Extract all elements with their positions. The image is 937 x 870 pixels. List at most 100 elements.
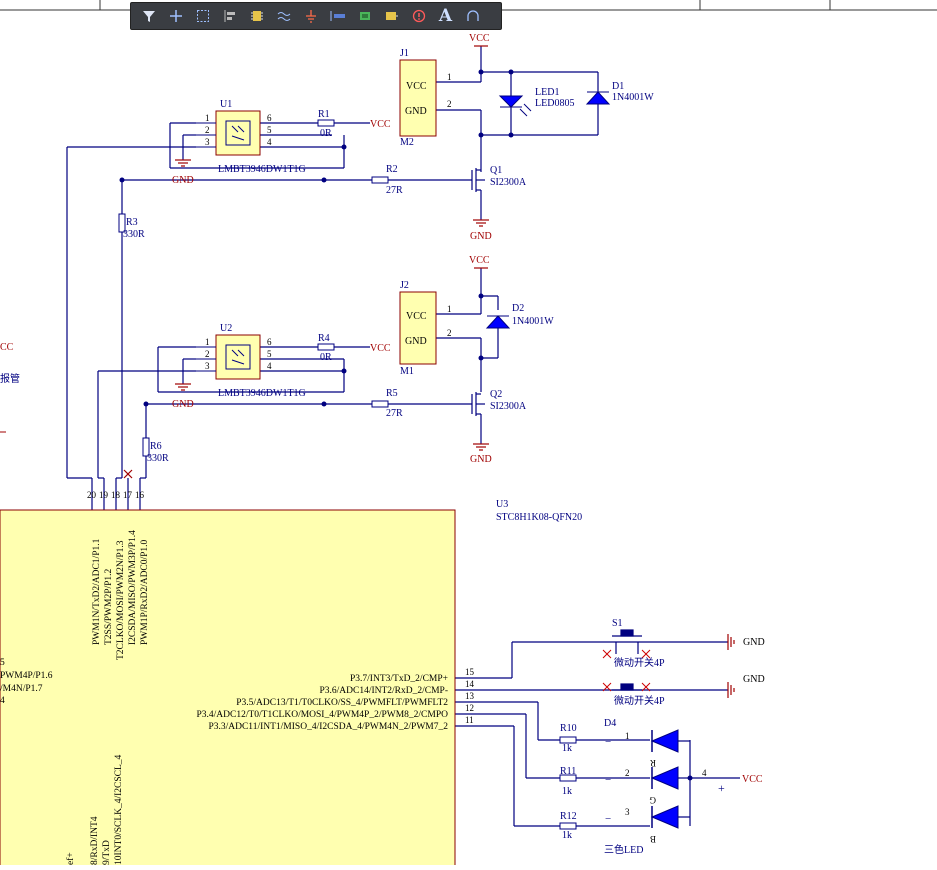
u1-part: LMBT3946DW1T1G bbox=[218, 164, 306, 175]
d4-pin1: 1 bbox=[625, 731, 630, 741]
filter-icon[interactable] bbox=[135, 4, 162, 28]
u3-pin-name-p13: T2CLKO/MOSI/PWM2N/P1.3 bbox=[116, 540, 126, 660]
q1-mosfet bbox=[471, 168, 485, 192]
gnd-label-s1: GND bbox=[743, 637, 765, 648]
schematic-toolbar: A bbox=[130, 2, 502, 30]
d4-channel-g: G bbox=[649, 795, 656, 805]
u3-pin-name-p33: P3.3/ADC11/INT1/MISO_4/I2CSDA_4/PWM4N_2/… bbox=[208, 722, 448, 732]
r5-value: 27R bbox=[386, 408, 403, 419]
u3-pin-name-p11: PWM1N/TxD2/ADC1/P1.1 bbox=[92, 538, 102, 645]
d4-channel-b: B bbox=[650, 834, 656, 844]
j2-gnd-pin: GND bbox=[405, 336, 427, 347]
u3-pin12: 12 bbox=[465, 703, 474, 713]
j2-label: J2 bbox=[400, 280, 409, 291]
d4-name: 三色LED bbox=[604, 843, 643, 856]
u2-pin3: 3 bbox=[205, 361, 210, 371]
vcc-port-led: VCC bbox=[742, 774, 763, 785]
component-icon[interactable] bbox=[243, 4, 270, 28]
j1-vcc-pin: VCC bbox=[406, 81, 427, 92]
u3-left-pin4: 4 bbox=[0, 696, 5, 706]
d4-pin2: 2 bbox=[625, 768, 630, 778]
u2-pin2: 2 bbox=[205, 349, 210, 359]
u3-pin-name-p10: PWM1P/RxD2/ADC0/P1.0 bbox=[140, 539, 150, 645]
vcc-port-u1: VCC bbox=[370, 119, 391, 130]
d4-rgb-led bbox=[650, 729, 690, 829]
d1-value: 1N4001W bbox=[612, 92, 654, 103]
select-rect-icon[interactable] bbox=[189, 4, 216, 28]
u3-pin11: 11 bbox=[465, 715, 474, 725]
q1-value: SI2300A bbox=[490, 177, 527, 188]
port-icon[interactable] bbox=[324, 4, 351, 28]
q2-value: SI2300A bbox=[490, 401, 527, 412]
vcc-port-1: VCC bbox=[469, 33, 490, 44]
r5-label: R5 bbox=[386, 388, 398, 399]
vcc-port-partial: CC bbox=[0, 342, 14, 353]
arc-icon[interactable] bbox=[459, 4, 486, 28]
r1-label: R1 bbox=[318, 109, 330, 120]
u1-optocoupler bbox=[215, 110, 261, 156]
net-icon[interactable] bbox=[351, 4, 378, 28]
led1-symbol bbox=[498, 95, 524, 108]
j2-pin2: 2 bbox=[447, 328, 452, 338]
s1-label: S1 bbox=[612, 618, 623, 629]
bus-icon[interactable] bbox=[378, 4, 405, 28]
d4-minus-r: − bbox=[605, 736, 611, 748]
u2-pin4: 4 bbox=[267, 361, 272, 371]
u2-pin6: 6 bbox=[267, 337, 272, 347]
u3-left-pin-p17: /M4N/P1.7 bbox=[0, 684, 43, 694]
u1-pin5: 5 bbox=[267, 125, 272, 135]
u2-pin1: 1 bbox=[205, 337, 210, 347]
r2-value: 27R bbox=[386, 185, 403, 196]
u1-pin1: 1 bbox=[205, 113, 210, 123]
d4-channel-r: R bbox=[650, 758, 656, 768]
j1-designator: M2 bbox=[400, 137, 414, 148]
u1-pin4: 4 bbox=[267, 137, 272, 147]
align-icon[interactable] bbox=[216, 4, 243, 28]
u1-pin2: 2 bbox=[205, 125, 210, 135]
d4-minus-g: − bbox=[605, 774, 611, 786]
u1-pin3: 3 bbox=[205, 137, 210, 147]
u3-mcu-body bbox=[0, 509, 456, 870]
u3-pin19: 19 bbox=[99, 490, 109, 500]
resistors bbox=[118, 119, 577, 830]
text-icon[interactable]: A bbox=[432, 4, 459, 28]
j1-pin2: 2 bbox=[447, 99, 452, 109]
r6-value: 330R bbox=[147, 453, 169, 464]
u3-pin17: 17 bbox=[123, 490, 133, 500]
switch-nc-markers bbox=[602, 649, 651, 692]
left-partial-label: 报管 bbox=[0, 372, 20, 385]
ground-symbols bbox=[175, 159, 735, 698]
d4-minus-b: − bbox=[605, 813, 611, 825]
crosshair-icon[interactable] bbox=[162, 4, 189, 28]
r4-value: 0R bbox=[320, 352, 332, 363]
vcc-port-u2: VCC bbox=[370, 343, 391, 354]
wire-icon[interactable] bbox=[270, 4, 297, 28]
gnd-label-u2: GND bbox=[172, 399, 194, 410]
u1-label: U1 bbox=[220, 99, 232, 110]
r4-label: R4 bbox=[318, 333, 330, 344]
wires bbox=[66, 46, 740, 827]
u3-pin20: 20 bbox=[87, 490, 97, 500]
r11-value: 1k bbox=[562, 786, 572, 797]
r11-label: R11 bbox=[560, 766, 576, 777]
u3-pin-name-p12: T2SS/PWM2P/P1.2 bbox=[104, 568, 114, 645]
ground-icon[interactable] bbox=[297, 4, 324, 28]
r12-value: 1k bbox=[562, 830, 572, 841]
q2-mosfet bbox=[471, 392, 485, 416]
j2-connector bbox=[399, 291, 437, 365]
r10-value: 1k bbox=[562, 743, 572, 754]
d4-plus: + bbox=[718, 781, 725, 795]
j1-label: J1 bbox=[400, 48, 409, 59]
d4-pin3: 3 bbox=[625, 807, 630, 817]
probe-icon[interactable] bbox=[405, 4, 432, 28]
u3-part: STC8H1K08-QFN20 bbox=[496, 512, 582, 523]
r3-label: R3 bbox=[126, 217, 138, 228]
gnd-label-q1: GND bbox=[470, 231, 492, 242]
r1-value: 0R bbox=[320, 128, 332, 139]
d2-label: D2 bbox=[512, 303, 524, 314]
u3-pin-name-p35: P3.5/ADC13/T1/T0CLKO/SS_4/PWMFLT/PWMFLT2 bbox=[236, 698, 448, 708]
u2-label: U2 bbox=[220, 323, 232, 334]
u3-label: U3 bbox=[496, 499, 508, 510]
s1-name: 微动开关4P bbox=[614, 656, 665, 669]
